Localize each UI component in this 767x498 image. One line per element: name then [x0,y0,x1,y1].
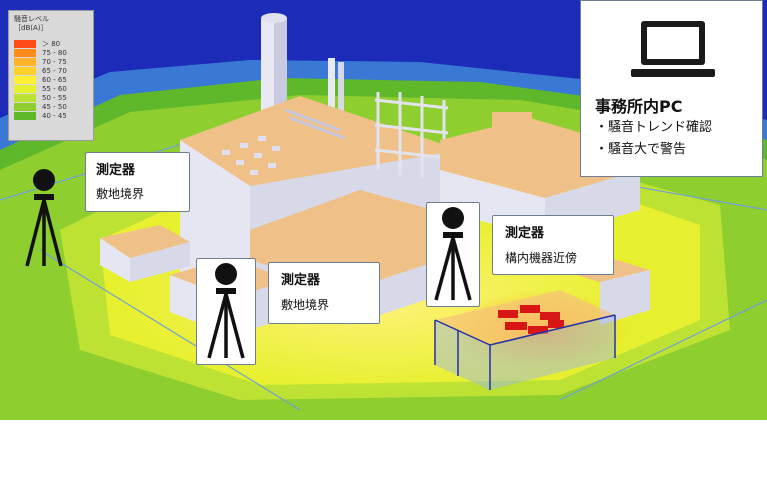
legend-band: ＞ 80 [14,39,88,48]
meter-title: 測定器 [505,226,545,241]
legend-swatch [14,57,36,66]
office-pc-feature: 騒音大で警告 [595,139,712,161]
meter-subtitle: 敷地境界 [96,187,145,201]
legend-band-label: 45 - 50 [42,102,67,111]
legend-band-label: 55 - 60 [42,84,67,93]
legend-swatch [14,48,36,57]
legend-band-label: 50 - 55 [42,93,67,102]
meter-subtitle: 構内機器近傍 [505,251,578,265]
legend-swatch [14,93,36,102]
legend-band: 70 - 75 [14,57,88,66]
legend-band: 40 - 45 [14,111,88,120]
legend-band: 75 - 80 [14,48,88,57]
legend-band: 45 - 50 [14,102,88,111]
legend-swatch [14,102,36,111]
legend-band: 50 - 55 [14,93,88,102]
tripod-meter-icon [25,169,63,267]
legend-band: 55 - 60 [14,84,88,93]
office-pc-title: 事務所内PC [595,97,683,116]
legend-swatch [14,84,36,93]
legend-title: 騒音レベル [14,15,49,23]
legend-band-label: 60 - 65 [42,75,67,84]
office-pc-panel: 事務所内PC 騒音トレンド確認 騒音大で警告 [580,0,763,177]
legend-band-label: 65 - 70 [42,66,67,75]
legend-band-label: 40 - 45 [42,111,67,120]
legend-band: 60 - 65 [14,75,88,84]
office-pc-features: 騒音トレンド確認 騒音大で警告 [595,117,712,161]
legend-band: 65 - 70 [14,66,88,75]
legend-swatch [14,66,36,75]
legend-band-label: 75 - 80 [42,48,67,57]
legend-swatch [14,111,36,120]
meter-title: 測定器 [96,163,136,178]
legend-unit: ［dB(A)］ [14,24,48,32]
tripod-meter-icon [434,207,472,301]
meter-callout-boundary-2: 測定器 敷地境界 [268,262,380,324]
meter-callout-equipment: 測定器 構内機器近傍 [492,215,614,275]
tripod-meter-icon [207,263,245,359]
legend-band-label: ＞ 80 [42,39,61,48]
legend-band-label: 70 - 75 [42,57,67,66]
meter-callout-boundary-1: 測定器 敷地境界 [85,152,190,212]
meter-subtitle: 敷地境界 [281,298,330,312]
office-pc-feature: 騒音トレンド確認 [595,117,712,139]
meter-title: 測定器 [281,273,321,288]
laptop-icon [631,21,715,77]
legend-swatch [14,75,36,84]
legend-swatch [14,39,36,48]
